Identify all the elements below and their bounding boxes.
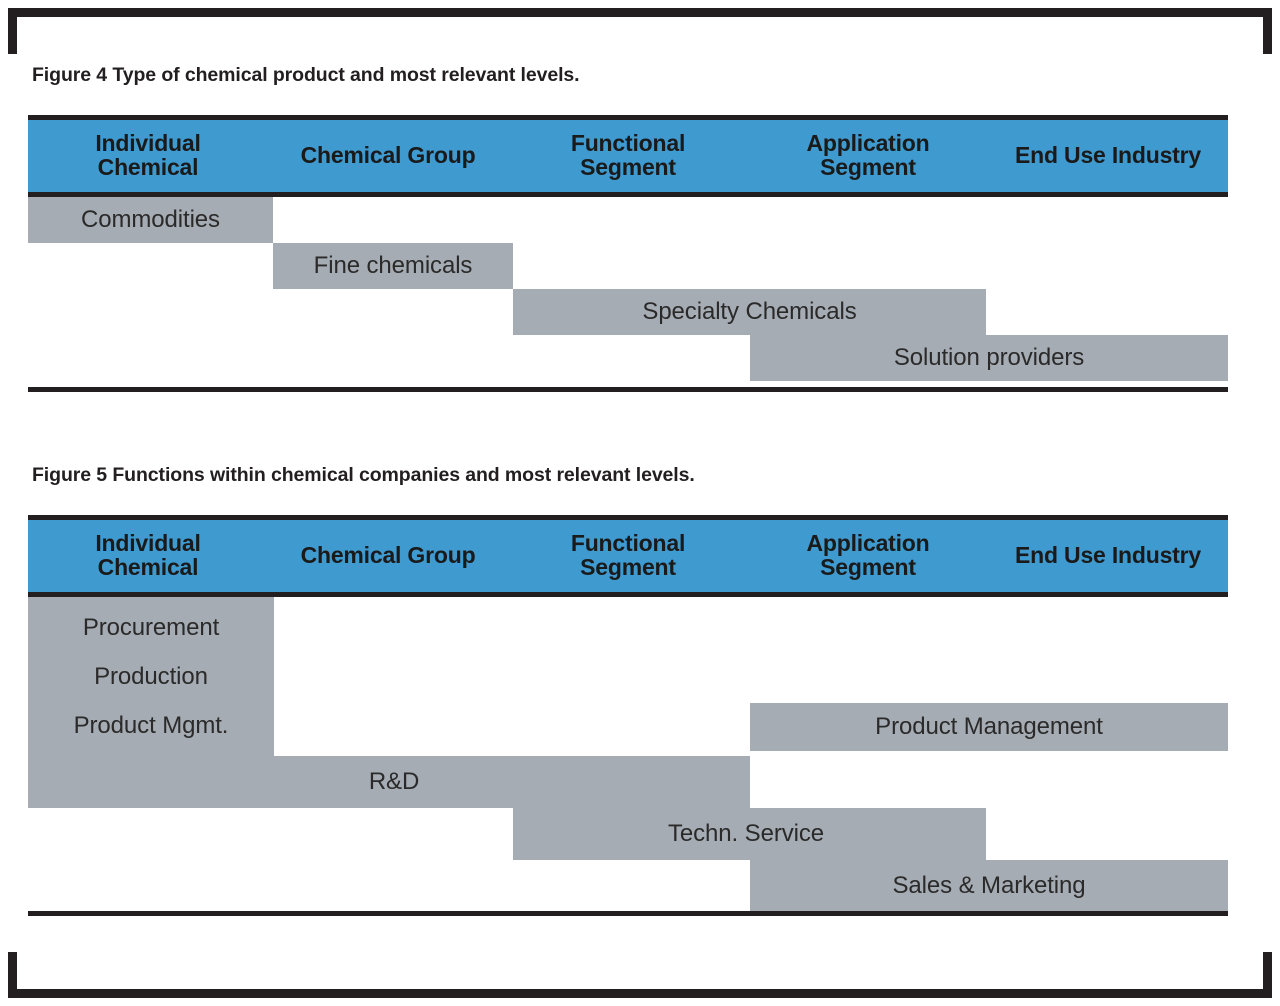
- bar-solution-providers: Solution providers: [750, 335, 1228, 381]
- figure-5-caption: Figure 5 Functions within chemical compa…: [32, 464, 695, 486]
- column-header-functional-segment: Functional Segment: [570, 130, 686, 180]
- column-header-chemical-group: Chemical Group: [300, 142, 476, 169]
- bar-label-procurement: Procurement: [82, 613, 220, 641]
- bar-sales-marketing: Sales & Marketing: [750, 860, 1228, 911]
- bar-label-product-mgmt: Product Mgmt.: [73, 711, 229, 739]
- bar-fine-chemicals: Fine chemicals: [273, 243, 513, 289]
- column-header-individual-chemical: Individual Chemical: [95, 530, 201, 580]
- bar-label-product-management: Product Management: [875, 713, 1103, 741]
- column-header-end-use-industry: End Use Industry: [1015, 142, 1201, 169]
- bar-label-rnd: R&D: [368, 768, 420, 796]
- bar-label-commodities: Commodities: [81, 206, 220, 234]
- column-header-application-segment: Application Segment: [806, 530, 930, 580]
- bar-product-management: Product Management: [750, 703, 1228, 751]
- figure-5-body: Procurement Production Product Mgmt. Pro…: [28, 597, 1228, 911]
- figure-4-chart: Individual Chemical Chemical Group Funct…: [28, 115, 1228, 392]
- column-header-end-use-industry: End Use Industry: [1015, 542, 1201, 569]
- page-frame-top-mask: [17, 40, 1263, 62]
- bar-commodities: Commodities: [28, 197, 273, 243]
- figure-5-chart: Individual Chemical Chemical Group Funct…: [28, 515, 1228, 916]
- column-header-individual-chemical: Individual Chemical: [95, 130, 201, 180]
- bar-label-production: Production: [94, 662, 208, 690]
- figure-4-caption: Figure 4 Type of chemical product and mo…: [32, 64, 580, 86]
- figure-5: Figure 5 Functions within chemical compa…: [28, 464, 1228, 916]
- bar-label-techn-service: Techn. Service: [667, 820, 824, 848]
- bar-rnd: R&D: [28, 756, 750, 808]
- bar-individual-chemical-functions: Procurement Production Product Mgmt.: [28, 597, 274, 756]
- column-header-functional-segment: Functional Segment: [570, 530, 686, 580]
- column-header-application-segment: Application Segment: [806, 130, 930, 180]
- bar-label-specialty-chemicals: Specialty Chemicals: [642, 298, 857, 326]
- bar-label-sales-marketing: Sales & Marketing: [892, 871, 1086, 899]
- bar-specialty-chemicals: Specialty Chemicals: [513, 289, 986, 335]
- figure-5-header-row: Individual Chemical Chemical Group Funct…: [28, 520, 1228, 597]
- bar-label-solution-providers: Solution providers: [893, 344, 1085, 372]
- figure-4-header-row: Individual Chemical Chemical Group Funct…: [28, 120, 1228, 197]
- page-frame-bottom-mask: [17, 944, 1263, 966]
- figure-4-body: Commodities Fine chemicals Specialty Che…: [28, 197, 1228, 387]
- column-header-chemical-group: Chemical Group: [300, 542, 476, 569]
- figure-4: Figure 4 Type of chemical product and mo…: [28, 64, 1228, 392]
- bar-techn-service: Techn. Service: [513, 808, 986, 860]
- bar-label-fine-chemicals: Fine chemicals: [313, 252, 473, 280]
